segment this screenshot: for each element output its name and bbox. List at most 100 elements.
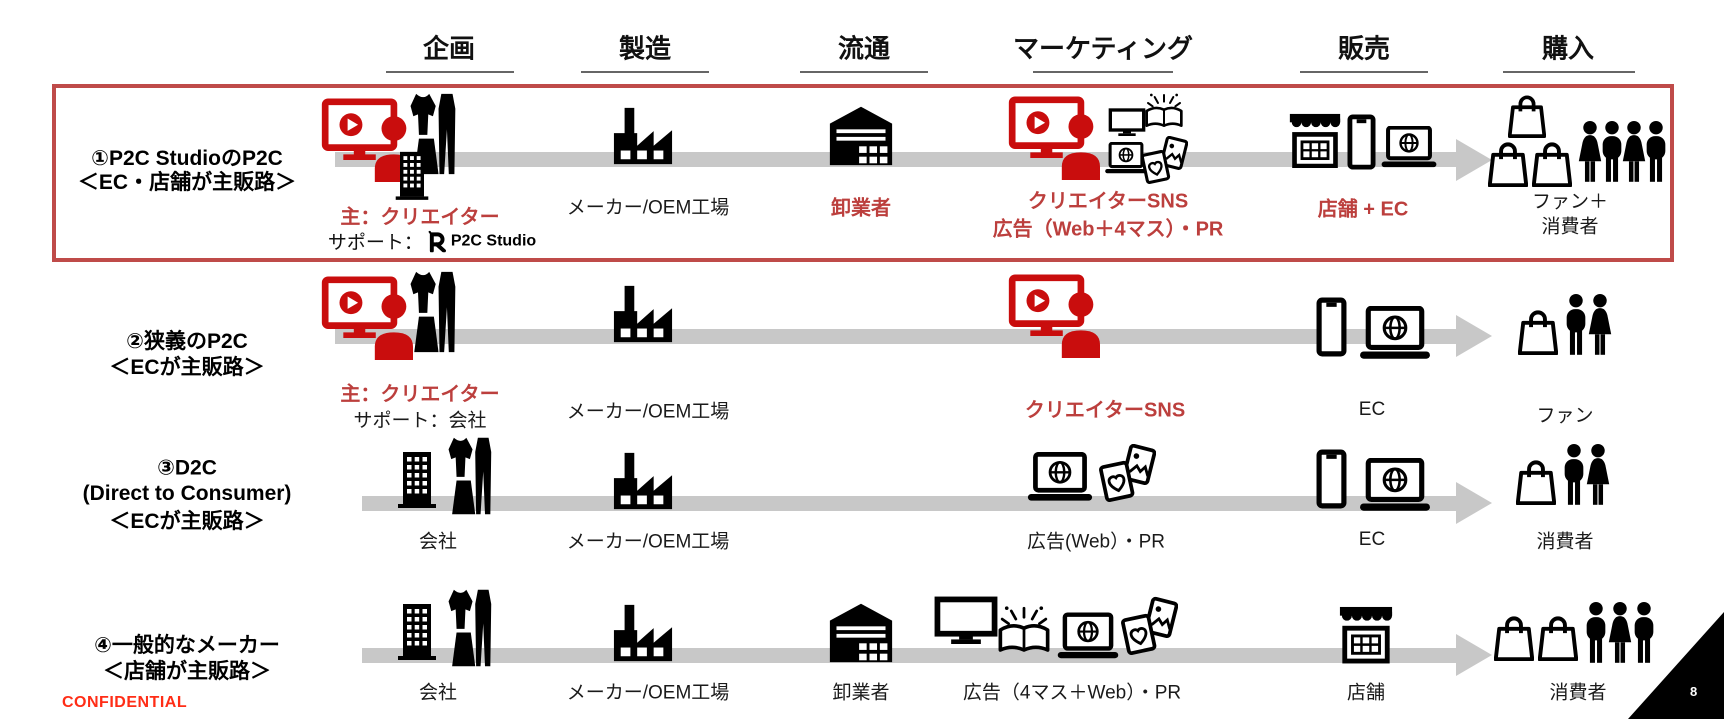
flow-arrowhead-row3: [1456, 482, 1492, 524]
row3-manufacturing-label: メーカー/OEM工場: [566, 531, 730, 553]
laptop-globe-icon: [1380, 126, 1438, 168]
stage-header-marketing: マーケティング: [1013, 33, 1193, 64]
row3-marketing-label: 広告(Web）・PR: [1027, 531, 1165, 553]
person-woman-icon: [1584, 440, 1612, 508]
stage-header-purchase: 購入: [1541, 33, 1595, 64]
support-prefix: サポート：: [327, 232, 423, 254]
shopping-bag-icon: [1518, 308, 1558, 355]
row3-title-line2: (Direct to Consumer): [82, 482, 292, 505]
factory-icon: [612, 450, 674, 512]
company-building-icon: [396, 598, 438, 664]
shopping-bag-icon: [1488, 140, 1528, 187]
book-sparkle-icon: [994, 602, 1054, 658]
row2-planning-support-label: サポート：会社: [353, 410, 487, 432]
row1-marketing-label-line1: クリエイターSNS: [1027, 190, 1189, 213]
row3-sales-label: EC: [1358, 529, 1386, 550]
factory-icon: [612, 602, 674, 664]
clothes-icon: [444, 436, 494, 516]
smartphone-icon: [1316, 296, 1347, 358]
flow-bar-row3: [362, 496, 1456, 511]
stage-header-manufacturing: 製造: [618, 33, 672, 64]
stage-underline: [1503, 71, 1635, 73]
row2-title-line2: ＜ECが主販路＞: [109, 356, 265, 379]
smartphone-icon: [1316, 448, 1347, 510]
person-woman-icon: [1586, 290, 1614, 358]
person-man-icon: [1630, 598, 1658, 666]
row2-purchase-label: ファン: [1536, 405, 1594, 427]
flow-arrowhead-row1: [1456, 139, 1492, 181]
tv-icon: [934, 596, 998, 644]
row4-planning-label: 会社: [418, 682, 458, 704]
flow-bar-row4: [362, 648, 1456, 663]
stage-underline: [386, 71, 514, 73]
flow-arrowhead-row4: [1456, 634, 1492, 676]
row4-marketing-label: 広告（4マス＋Web）・PR: [962, 682, 1182, 704]
creator-monitor-person-icon: [1008, 274, 1108, 358]
row4-manufacturing-label: メーカー/OEM工場: [566, 682, 730, 704]
row4-sales-label: 店舗: [1346, 682, 1386, 704]
photos-icon: [1098, 444, 1156, 502]
company-building-icon: [394, 150, 430, 200]
factory-icon: [612, 283, 674, 345]
row3-title-line3: ＜ECが主販路＞: [109, 510, 265, 533]
row1-manufacturing-label: メーカー/OEM工場: [566, 197, 730, 219]
creator-monitor-person-icon: [1008, 96, 1108, 180]
confidential-label: CONFIDENTIAL: [62, 694, 188, 711]
row1-planning-support-line: サポート： P2C Studio: [328, 228, 536, 255]
book-sparkle-icon: [1142, 90, 1186, 132]
p2c-studio-logo-text: P2C Studio: [450, 232, 537, 249]
row3-planning-label: 会社: [418, 531, 458, 553]
row1-title-line1: ①P2C StudioのP2C: [91, 147, 283, 170]
row2-sales-label: EC: [1358, 399, 1386, 420]
p2c-studio-logo-icon: [427, 230, 447, 252]
shopping-bag-icon: [1508, 93, 1546, 138]
stage-underline: [1300, 71, 1428, 73]
row1-sales-label: 店舗 + EC: [1317, 198, 1409, 221]
shopping-bag-icon: [1532, 140, 1572, 187]
shopping-bag-icon: [1494, 614, 1534, 661]
row1-marketing-label-line2: 広告（Web＋4マス）・PR: [992, 218, 1224, 241]
shopping-bag-icon: [1538, 614, 1578, 661]
flow-bar-row2: [335, 329, 1456, 344]
stage-underline: [800, 71, 928, 73]
warehouse-icon: [828, 103, 894, 167]
row3-purchase-label: 消費者: [1536, 531, 1594, 553]
clothes-icon: [444, 588, 494, 668]
person-man-icon: [1642, 116, 1670, 186]
row4-distribution-label: 卸業者: [832, 682, 890, 704]
clothes-icon: [406, 270, 458, 354]
photos-icon: [1140, 136, 1188, 184]
storefront-icon: [1338, 604, 1394, 664]
row2-marketing-label: クリエイターSNS: [1024, 399, 1186, 422]
smartphone-icon: [1347, 114, 1376, 170]
warehouse-icon: [828, 600, 894, 664]
page-number: 8: [1690, 684, 1698, 699]
row3-title-line1: ③D2C: [157, 456, 217, 480]
row1-title-line2: ＜EC・店舗が主販路＞: [77, 171, 297, 194]
shopping-bag-icon: [1516, 458, 1556, 505]
laptop-globe-icon: [1056, 612, 1120, 660]
row4-title-line1: ④一般的なメーカー: [94, 634, 280, 657]
row1-distribution-label: 卸業者: [831, 197, 891, 220]
row4-title-line2: ＜店舗が主販路＞: [103, 660, 271, 683]
highlight-box-row1: [52, 84, 1674, 262]
factory-icon: [612, 105, 674, 167]
laptop-globe-icon: [1358, 306, 1432, 360]
stage-header-distribution: 流通: [837, 33, 891, 64]
company-building-icon: [396, 446, 438, 512]
laptop-globe-icon: [1026, 452, 1094, 502]
row2-planning-main-label: 主：クリエイター: [340, 383, 500, 406]
row2-title-line1: ②狭義のP2C: [126, 330, 248, 353]
flow-arrowhead-row2: [1456, 315, 1492, 357]
stage-header-planning: 企画: [422, 33, 476, 64]
storefront-icon: [1288, 112, 1342, 168]
laptop-globe-icon: [1358, 458, 1432, 512]
row4-purchase-label: 消費者: [1549, 682, 1607, 704]
stage-header-sales: 販売: [1337, 33, 1391, 64]
photos-icon: [1120, 596, 1178, 656]
stage-underline: [1033, 71, 1173, 73]
tv-icon: [1108, 108, 1146, 136]
row1-purchase-label-line2: 消費者: [1541, 216, 1599, 238]
row1-purchase-label-line1: ファン＋: [1531, 191, 1609, 213]
